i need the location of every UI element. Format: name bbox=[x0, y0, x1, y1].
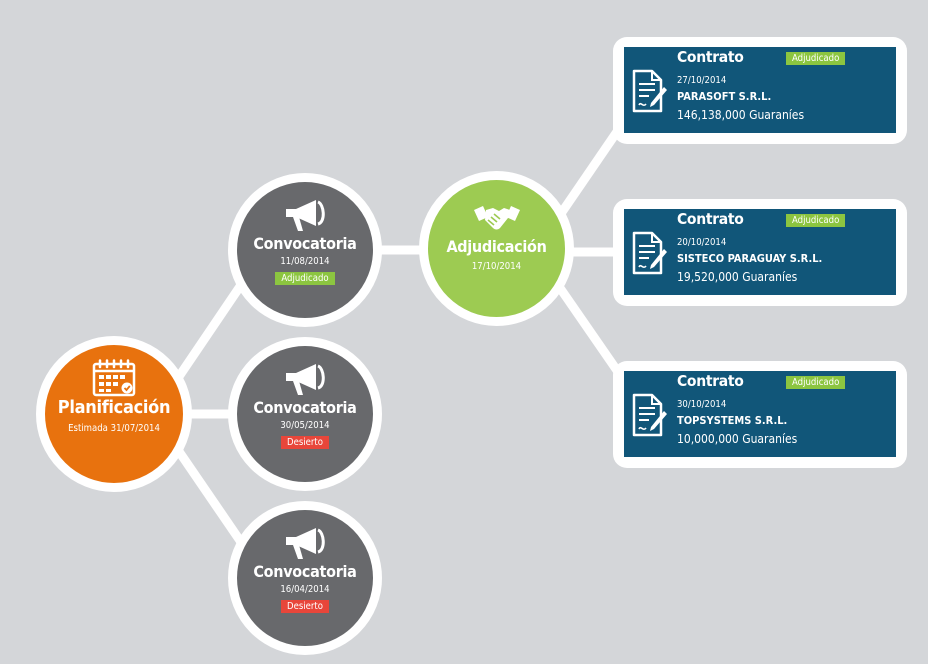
contract-card[interactable]: Contrato Adjudicado 30/10/2014 TOPSYSTEM… bbox=[613, 361, 907, 468]
megaphone-icon bbox=[286, 364, 325, 395]
contract-date: 27/10/2014 bbox=[677, 75, 727, 86]
calendar-icon bbox=[92, 359, 136, 397]
handshake-icon bbox=[473, 206, 520, 230]
connector-plan-conv-1 bbox=[174, 279, 247, 381]
call-date: 30/05/2014 bbox=[280, 420, 330, 431]
contract-company: SISTECO PARAGUAY S.R.L. bbox=[677, 252, 823, 265]
contract-panel: Contrato Adjudicado 20/10/2014 SISTECO P… bbox=[624, 209, 896, 295]
status-badge: Adjudicado bbox=[275, 271, 335, 285]
connector-plan-conv-3 bbox=[174, 447, 247, 548]
contract-document-icon bbox=[632, 69, 667, 113]
contract-panel: Contrato Adjudicado 30/10/2014 TOPSYSTEM… bbox=[624, 371, 896, 457]
call-date: 11/08/2014 bbox=[280, 256, 330, 267]
status-badge: Desierto bbox=[280, 599, 330, 613]
status-badge: Desierto bbox=[280, 435, 330, 449]
contract-card[interactable]: Contrato Adjudicado 27/10/2014 PARASOFT … bbox=[613, 37, 907, 144]
contract-document-icon bbox=[632, 393, 667, 437]
call-node[interactable]: Convocatoria 30/05/2014 Desierto bbox=[228, 337, 382, 491]
contract-card[interactable]: Contrato Adjudicado 20/10/2014 SISTECO P… bbox=[613, 199, 907, 306]
contract-title: Contrato bbox=[677, 210, 744, 228]
contract-amount: 19,520,000 Guaraníes bbox=[677, 270, 798, 284]
call-date: 16/04/2014 bbox=[280, 584, 330, 595]
contract-document-icon bbox=[632, 231, 667, 275]
contract-amount: 10,000,000 Guaraníes bbox=[677, 432, 798, 446]
planning-title: Planificación bbox=[57, 397, 171, 418]
contract-title: Contrato bbox=[677, 48, 744, 66]
megaphone-icon bbox=[286, 200, 325, 231]
call-title: Convocatoria bbox=[253, 562, 357, 581]
contract-title: Contrato bbox=[677, 372, 744, 390]
award-date: 17/10/2014 bbox=[471, 261, 522, 272]
connector-adj-contract-3 bbox=[556, 285, 629, 385]
call-title: Convocatoria bbox=[253, 234, 357, 253]
status-badge: Adjudicado bbox=[786, 376, 846, 389]
contract-panel: Contrato Adjudicado 27/10/2014 PARASOFT … bbox=[624, 47, 896, 133]
status-badge: Adjudicado bbox=[786, 52, 846, 65]
status-badge: Adjudicado bbox=[786, 214, 846, 227]
call-node[interactable]: Convocatoria 16/04/2014 Desierto bbox=[228, 501, 382, 655]
award-title: Adjudicación bbox=[446, 237, 547, 256]
contract-date: 30/10/2014 bbox=[677, 399, 727, 410]
contract-company: TOPSYSTEMS S.R.L. bbox=[677, 414, 788, 427]
contract-amount: 146,138,000 Guaraníes bbox=[677, 108, 805, 122]
planning-date: Estimada 31/07/2014 bbox=[68, 423, 160, 434]
award-node[interactable]: Adjudicación 17/10/2014 bbox=[419, 171, 574, 326]
contract-company: PARASOFT S.R.L. bbox=[677, 90, 772, 103]
planning-node[interactable]: Planificación Estimada 31/07/2014 bbox=[36, 336, 192, 492]
megaphone-icon bbox=[286, 528, 325, 559]
contract-date: 20/10/2014 bbox=[677, 237, 727, 248]
call-node[interactable]: Convocatoria 11/08/2014 Adjudicado bbox=[228, 173, 382, 327]
call-title: Convocatoria bbox=[253, 398, 357, 417]
